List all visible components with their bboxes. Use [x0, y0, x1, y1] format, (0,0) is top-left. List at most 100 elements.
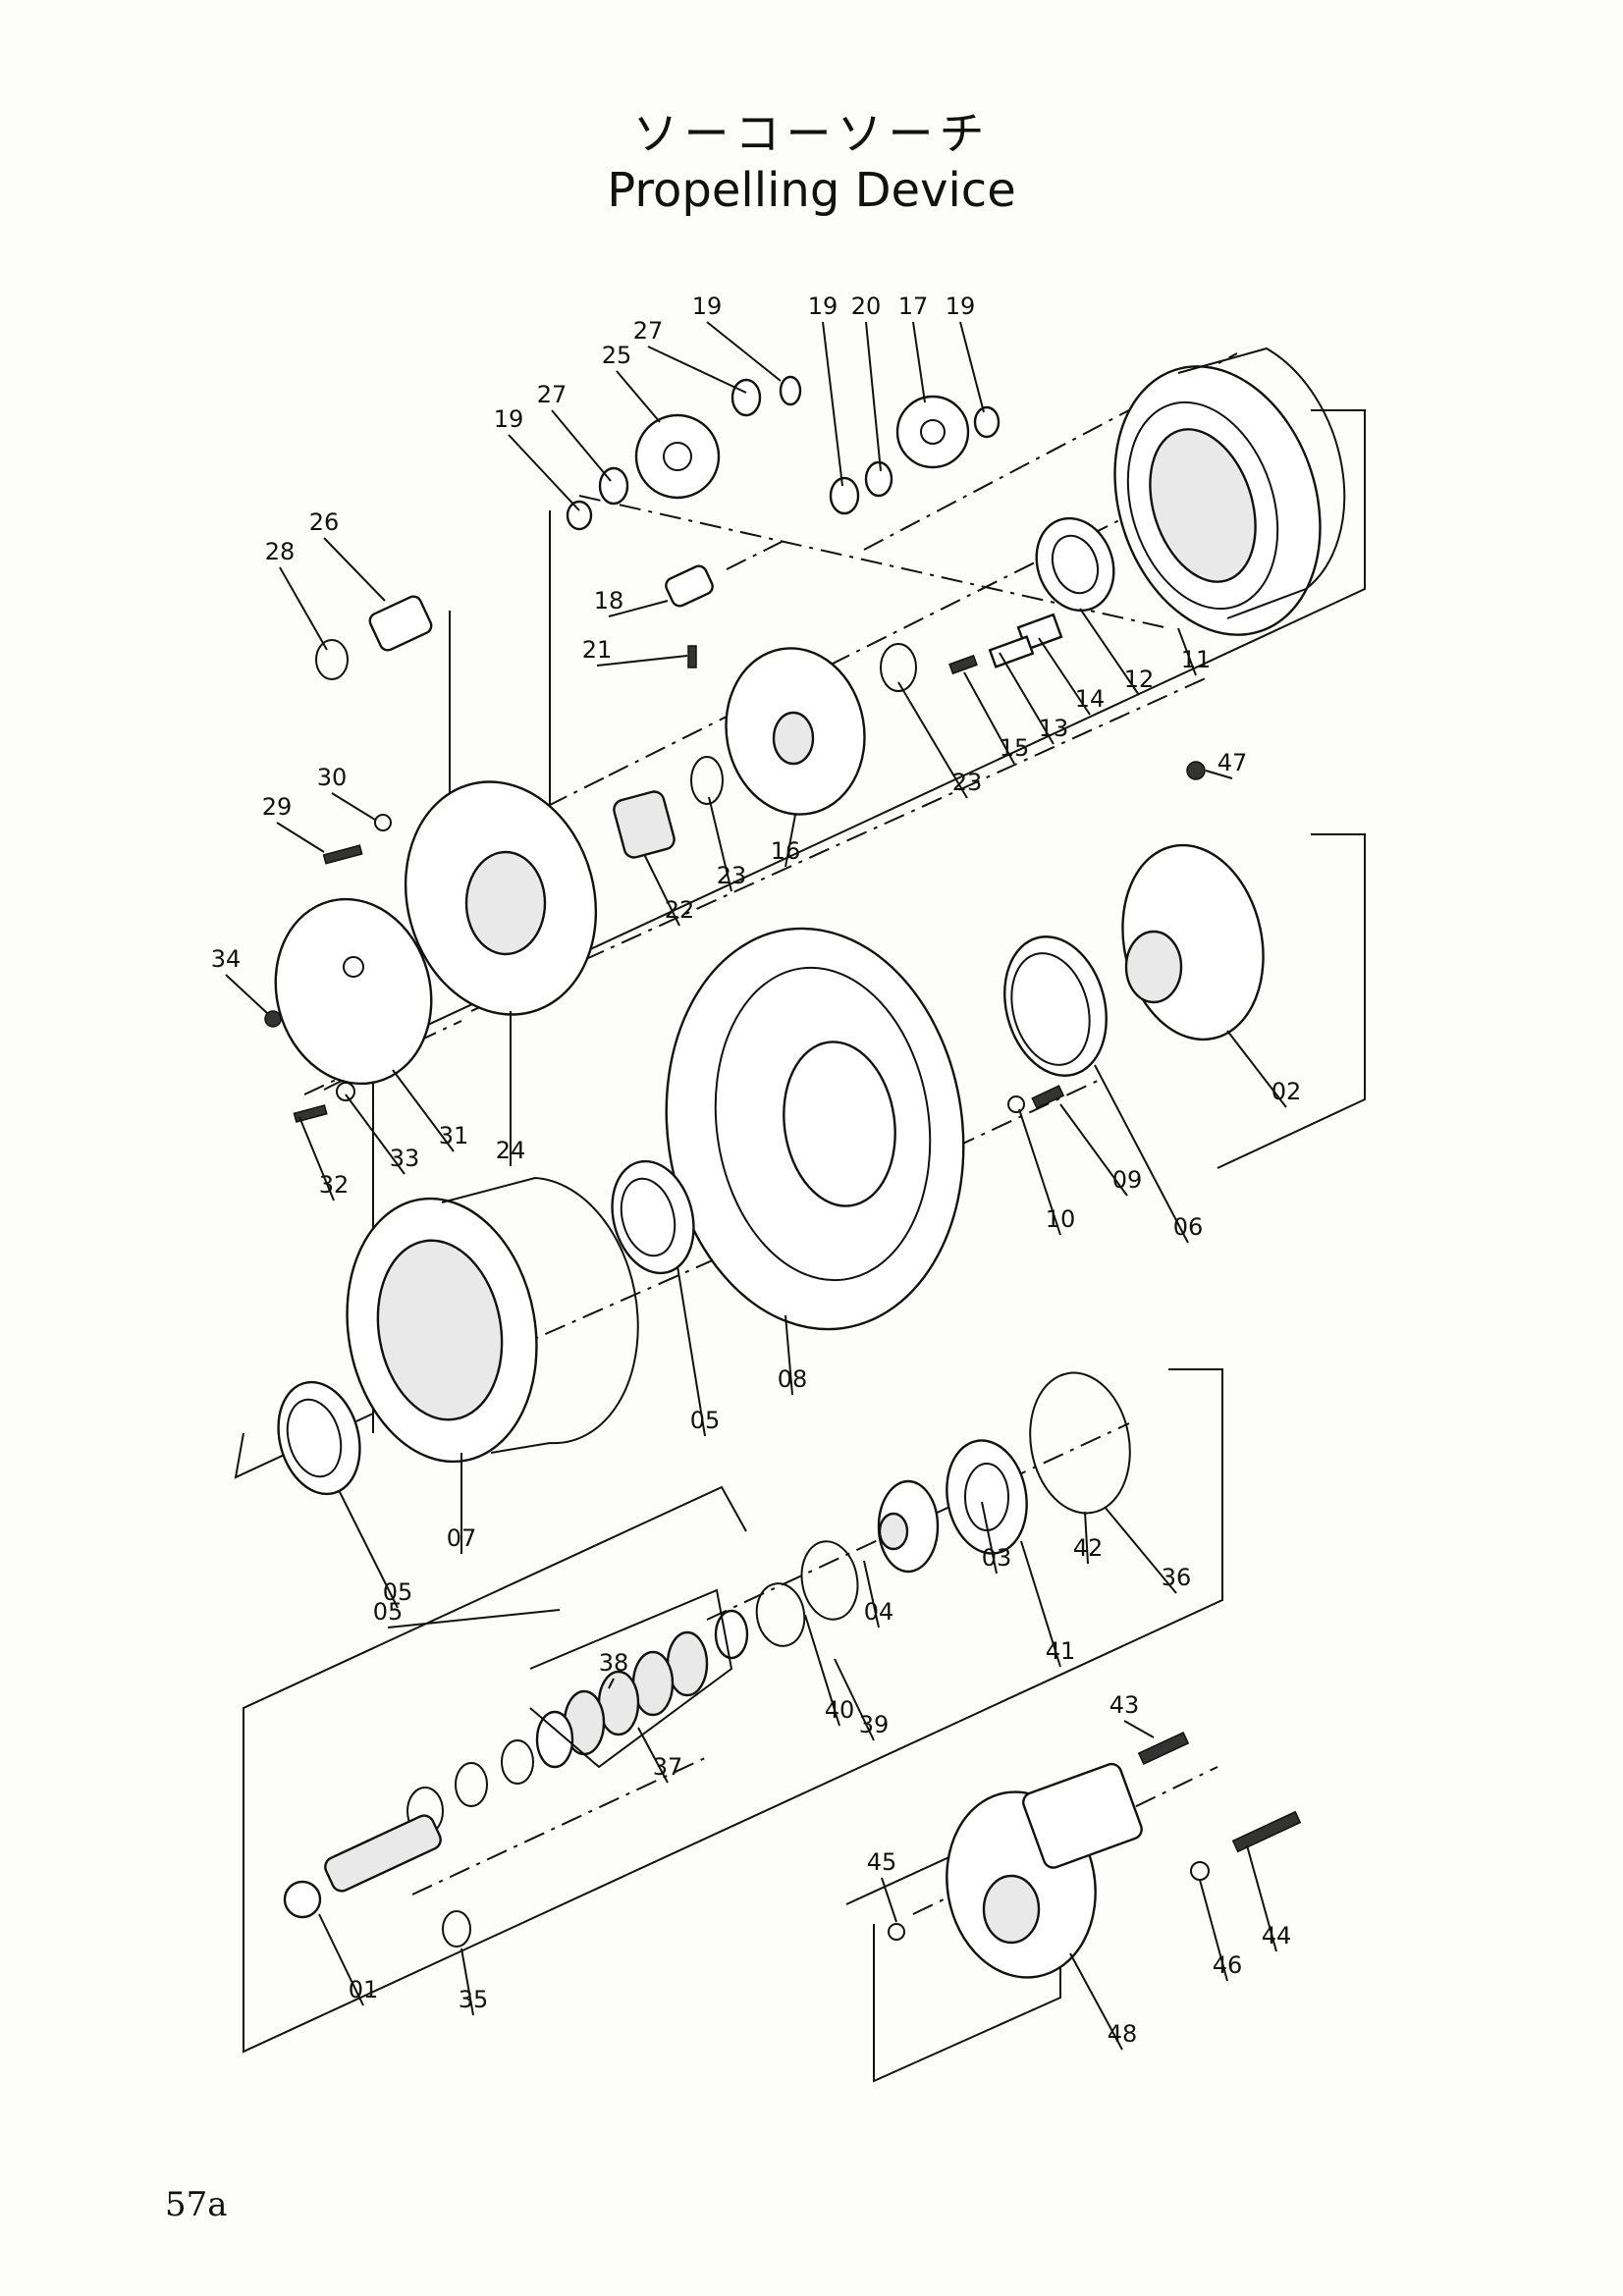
leader-line-34 — [225, 974, 268, 1014]
part-label-21: 21 — [582, 636, 613, 664]
part-o-ring-43 — [1029, 1371, 1131, 1515]
part-planet-gear-17 — [895, 395, 970, 469]
leader-line-44 — [1246, 1844, 1277, 1952]
leader-line-20 — [865, 321, 882, 472]
part-label-27: 27 — [633, 317, 664, 345]
part-label-42: 42 — [1073, 1534, 1104, 1562]
page-number: 57a — [165, 2185, 228, 2224]
part-label-29: 29 — [262, 793, 293, 821]
leader-line-17 — [912, 321, 926, 403]
part-label-32: 32 — [319, 1171, 350, 1199]
part-label-19: 19 — [946, 293, 976, 320]
leader-line-06 — [1094, 1064, 1189, 1244]
part-label-26: 26 — [309, 508, 340, 536]
part-label-31: 31 — [439, 1122, 469, 1149]
part-label-07: 07 — [447, 1524, 477, 1552]
leader-line-10 — [1018, 1108, 1061, 1236]
leader-line-02 — [1226, 1030, 1287, 1108]
part-label-14: 14 — [1075, 685, 1106, 713]
part-bearing-05-lower — [277, 1380, 361, 1496]
part-sun-gear-22 — [613, 790, 676, 859]
part-label-43: 43 — [1109, 1691, 1140, 1719]
leader-line-23 — [897, 681, 968, 799]
part-label-06: 06 — [1173, 1213, 1204, 1241]
part-rings-40-41 — [755, 1540, 859, 1647]
leader-line-08 — [784, 1314, 793, 1396]
leader-line-28 — [279, 566, 328, 651]
leader-line-27 — [551, 409, 612, 482]
part-label-03: 03 — [982, 1544, 1012, 1572]
part-label-05: 05 — [690, 1407, 721, 1434]
part-label-36: 36 — [1162, 1564, 1192, 1591]
leader-line-15 — [963, 671, 1015, 765]
part-label-28: 28 — [265, 538, 296, 565]
part-planet-gear-25 — [634, 413, 721, 500]
leader-line-04 — [863, 1560, 880, 1629]
part-bearing-05-upper — [611, 1159, 695, 1275]
part-piston-39 — [877, 1479, 940, 1574]
part-label-37: 37 — [653, 1753, 683, 1781]
leader-line-32 — [298, 1116, 335, 1201]
leader-line-14 — [1038, 637, 1091, 716]
leader-line-09 — [1059, 1103, 1128, 1197]
part-label-19: 19 — [494, 405, 524, 433]
part-label-19: 19 — [808, 293, 839, 320]
part-label-34: 34 — [211, 945, 242, 973]
part-label-33: 33 — [390, 1145, 420, 1172]
part-label-20: 20 — [851, 293, 882, 320]
part-ring-gear-11 — [1113, 347, 1346, 636]
leader-line-01 — [318, 1913, 364, 2006]
leader-line-11 — [1177, 627, 1197, 676]
leader-line-19 — [959, 321, 985, 413]
leader-line-19 — [508, 434, 580, 511]
leader-line-12 — [1079, 608, 1140, 696]
part-label-40: 40 — [825, 1696, 855, 1724]
leader-line-18 — [608, 600, 669, 617]
leader-line-25 — [616, 370, 661, 423]
part-hub-24 — [404, 780, 598, 1016]
part-motor-01 — [946, 1762, 1143, 1979]
leader-line-47 — [1205, 770, 1233, 779]
part-label-10: 10 — [1046, 1205, 1076, 1233]
part-label-27: 27 — [537, 381, 568, 408]
part-label-12: 12 — [1124, 666, 1155, 693]
part-shaft-35 — [283, 1814, 442, 1919]
leader-line-22 — [643, 853, 680, 927]
leader-line-43 — [1123, 1720, 1155, 1738]
part-bush-18 — [665, 564, 714, 668]
leader-line-13 — [999, 652, 1055, 745]
part-label-15: 15 — [1000, 734, 1030, 762]
part-lock-plates — [948, 613, 1063, 675]
part-label-13: 13 — [1039, 715, 1069, 742]
part-label-23: 23 — [952, 769, 983, 796]
part-cover-31 — [274, 897, 433, 1086]
leader-line-36 — [1104, 1506, 1177, 1594]
part-label-22: 22 — [665, 896, 695, 924]
leader-line-31 — [392, 1069, 455, 1152]
leader-line-41 — [1020, 1540, 1061, 1668]
part-label-05: 05 — [383, 1578, 413, 1606]
part-label-35: 35 — [459, 1986, 489, 2013]
part-housing-07 — [346, 1176, 639, 1464]
part-seal-06 — [1003, 935, 1108, 1077]
part-label-04: 04 — [864, 1598, 894, 1626]
part-label-24: 24 — [496, 1137, 526, 1164]
part-label-02: 02 — [1271, 1078, 1302, 1105]
part-label-41: 41 — [1046, 1637, 1076, 1665]
part-label-46: 46 — [1213, 1951, 1243, 1979]
leader-line-45 — [881, 1877, 897, 1923]
part-label-16: 16 — [771, 837, 801, 865]
part-plate-12 — [1035, 516, 1115, 613]
part-label-09: 09 — [1112, 1166, 1143, 1194]
part-label-30: 30 — [317, 764, 348, 791]
part-label-47: 47 — [1217, 749, 1248, 776]
leader-line-38 — [608, 1678, 615, 1689]
title-japanese: ソーコーソーチ — [632, 107, 991, 160]
title-english: Propelling Device — [607, 163, 1016, 218]
part-label-18: 18 — [594, 587, 624, 614]
leader-line-37 — [637, 1727, 669, 1784]
leader-line-40 — [804, 1614, 840, 1727]
label-leader-lines — [225, 321, 1287, 2051]
